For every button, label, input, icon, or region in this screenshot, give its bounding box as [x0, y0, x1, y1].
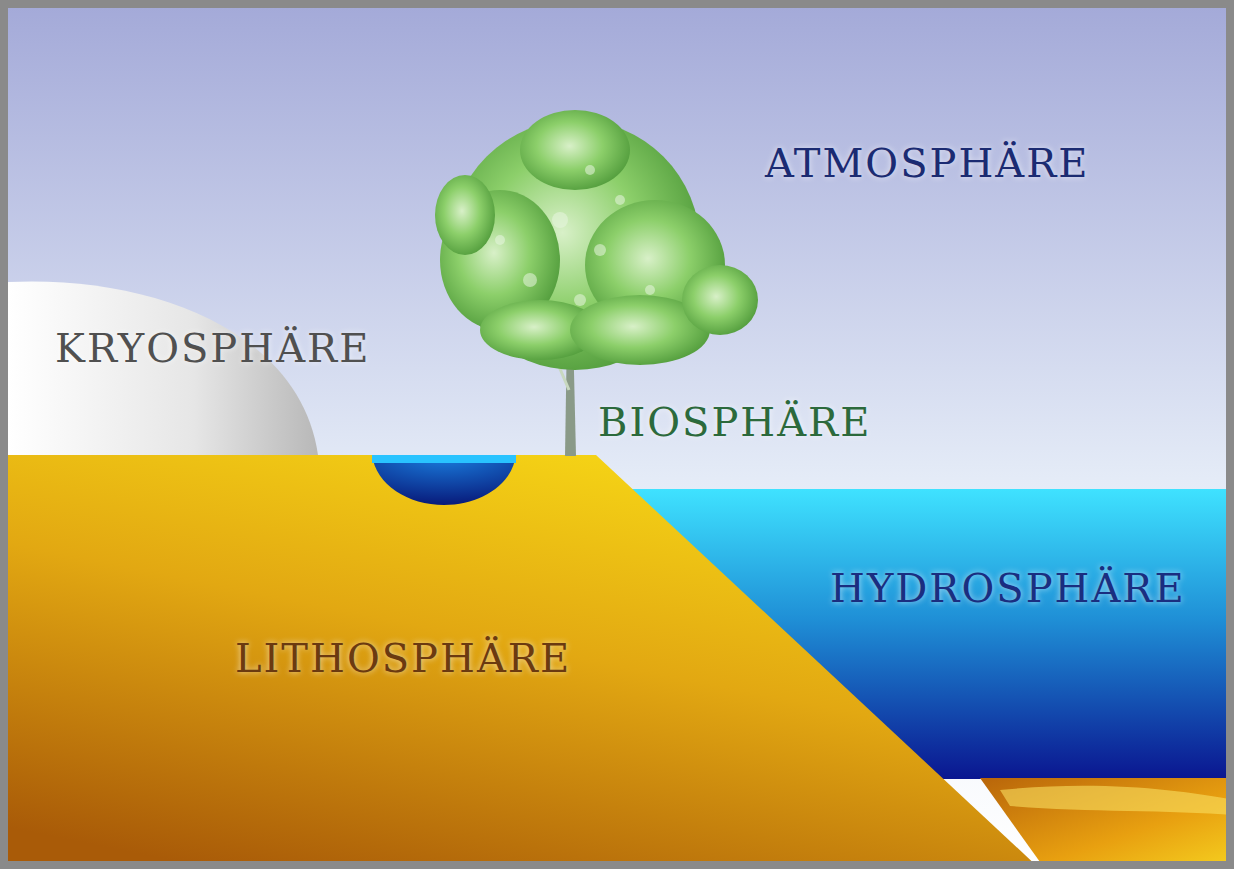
biosphere-label: BIOSPHÄRE [598, 402, 871, 442]
atmosphere-label: ATMOSPHÄRE [765, 143, 1090, 183]
hydrosphere-label: HYDROSPHÄRE [830, 568, 1186, 608]
lithosphere-label: LITHOSPHÄRE [235, 638, 571, 678]
cryosphere-label: KRYOSPHÄRE [55, 328, 370, 368]
